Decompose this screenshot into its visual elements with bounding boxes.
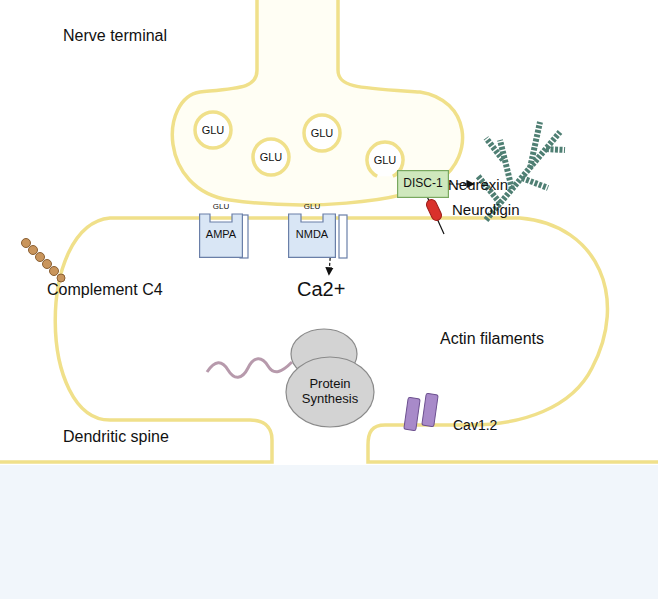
part-label: Complement C4 — [47, 281, 163, 299]
node-label: Protein Synthesis — [297, 377, 363, 407]
nerve-terminal-outline — [172, 0, 462, 205]
node-label: NMDA — [288, 228, 336, 241]
ligand-label: GLU — [288, 202, 336, 212]
node-label: GLU — [311, 127, 334, 140]
node-label: GLU — [202, 124, 225, 137]
part-label: Neurexin — [448, 176, 508, 193]
ligand-label: GLU — [199, 202, 243, 212]
node-label: GLU — [374, 154, 397, 167]
part-label: Nerve terminal — [63, 27, 167, 45]
node-label: AMPA — [199, 228, 243, 241]
node-label: DISC-1 — [403, 177, 442, 191]
mrna-strand — [207, 359, 292, 378]
cav-channel-subunit — [404, 397, 420, 430]
node-label: Actin filaments — [440, 330, 544, 348]
disc1-box: DISC-1 — [397, 170, 449, 198]
ribosome: Protein Synthesis — [285, 356, 375, 428]
cav-channel-subunit — [422, 393, 438, 426]
nmda-receptor: GLU NMDA — [288, 202, 336, 258]
vesicle: GLU — [193, 110, 233, 150]
vesicle: GLU — [251, 137, 291, 177]
vesicle: GLU — [302, 113, 342, 153]
complement-c4-symbol — [22, 239, 66, 283]
receptor-subunit — [339, 215, 347, 258]
node-label: GLU — [260, 151, 283, 164]
part-label: Ca2+ — [297, 278, 345, 301]
neuroligin-symbol — [425, 198, 443, 222]
ampa-receptor: GLU AMPA — [199, 202, 243, 258]
part-label: Neuroligin — [452, 201, 520, 218]
ground — [0, 465, 658, 599]
part-label: Dendritic spine — [63, 428, 169, 446]
part-label: Cav1.2 — [453, 417, 497, 433]
